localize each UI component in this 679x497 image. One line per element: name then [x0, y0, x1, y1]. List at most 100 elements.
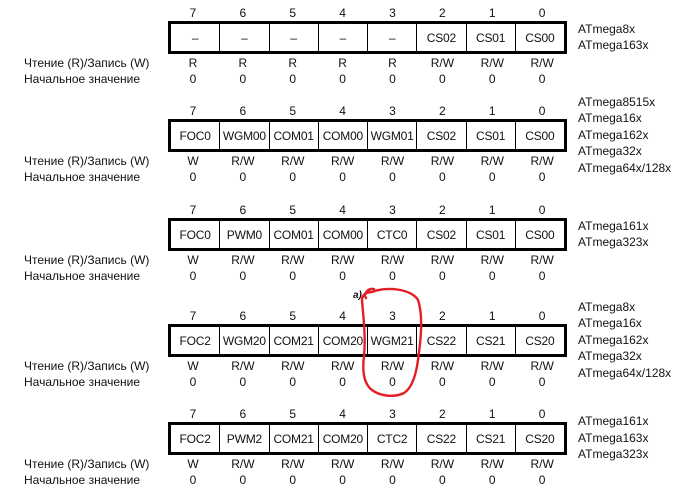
bit-number: 1 [488, 309, 496, 323]
bit-cell: WGM21 [368, 327, 418, 354]
bit-number: 3 [389, 309, 396, 323]
access-value: R [338, 56, 347, 70]
access-value: R [388, 56, 397, 70]
initial-value: 0 [439, 170, 446, 184]
initial-value: 0 [189, 473, 197, 487]
access-value: R/W [530, 253, 554, 267]
access-label: Чтение (R)/Запись (W) [24, 56, 150, 70]
device-name: ATmega163x [578, 38, 649, 52]
access-value: R/W [281, 253, 305, 267]
access-value: R/W [430, 359, 455, 373]
initial-value: 0 [439, 72, 446, 86]
access-value: R/W [281, 154, 305, 168]
initial-value: 0 [339, 170, 346, 184]
bit-cell: COM21 [270, 327, 319, 354]
bit-number: 0 [538, 407, 546, 421]
access-value: R [188, 56, 198, 70]
initial-value: 0 [389, 473, 396, 487]
initial-value: 0 [538, 375, 546, 389]
bit-number: 4 [339, 407, 346, 421]
device-name: ATmega163x [578, 430, 649, 445]
initial-value: 0 [439, 269, 446, 283]
initial-value: 0 [488, 72, 496, 86]
bit-number: 5 [289, 104, 297, 118]
access-value: R/W [231, 253, 255, 267]
initial-value: 0 [538, 473, 546, 487]
bit-cell: CS01 [467, 122, 516, 149]
bit-cell: CTC0 [368, 221, 418, 248]
bit-number: 0 [538, 309, 546, 323]
access-value: R/W [281, 457, 305, 471]
device-name: ATmega162x [578, 127, 649, 142]
device-name: ATmega162x [578, 332, 649, 347]
bit-cell: – [270, 24, 319, 51]
bit-number: 2 [439, 6, 446, 20]
bit-number: 6 [239, 6, 247, 20]
device-name: ATmega161x [578, 218, 649, 233]
initial-value: 0 [339, 473, 346, 487]
bit-cell: WGM00 [220, 122, 270, 149]
bit-cell: – [171, 24, 221, 51]
access-label: Чтение (R)/Запись (W) [24, 253, 150, 267]
bit-cell: CS21 [467, 425, 516, 452]
access-label: Чтение (R)/Запись (W) [24, 154, 150, 168]
initial-value: 0 [239, 170, 247, 184]
initial-value: 0 [538, 269, 546, 283]
initial-value: 0 [189, 170, 197, 184]
access-value: R/W [380, 359, 405, 373]
initial-value-label: Начальное значение [24, 375, 141, 389]
device-name: ATmega8x [578, 299, 636, 314]
access-value: R/W [430, 154, 455, 168]
initial-value: 0 [439, 375, 446, 389]
device-name: ATmega8515x [578, 94, 656, 109]
access-value: R/W [430, 56, 455, 70]
access-value: W [187, 457, 199, 471]
bit-cell: PWM0 [220, 221, 270, 248]
bit-cell: COM21 [270, 425, 319, 452]
initial-value: 0 [389, 375, 396, 389]
access-value: W [187, 253, 199, 267]
bit-number: 2 [439, 203, 446, 217]
access-value: R/W [231, 154, 255, 168]
initial-value: 0 [189, 72, 197, 86]
bit-cell: FOC2 [171, 425, 221, 452]
initial-value: 0 [289, 375, 297, 389]
initial-value: 0 [389, 170, 396, 184]
bit-number: 4 [339, 6, 346, 20]
bit-number: 6 [239, 104, 247, 118]
access-value: R/W [530, 359, 554, 373]
initial-value: 0 [189, 269, 197, 283]
device-name: ATmega64x/128x [578, 160, 672, 175]
access-value: R/W [480, 154, 504, 168]
bit-cell: CS20 [525, 333, 555, 348]
initial-value: 0 [488, 269, 496, 283]
bit-number: 5 [289, 407, 297, 421]
device-name: ATmega16x [578, 316, 642, 331]
bit-cell: CTC2 [368, 425, 418, 452]
access-value: R/W [231, 457, 255, 471]
bit-cell: CS00 [525, 128, 555, 143]
bit-cell: – [220, 24, 270, 51]
bit-number: 4 [339, 104, 346, 118]
access-value: R/W [330, 457, 355, 471]
bit-cell: CS00 [525, 227, 555, 242]
bit-number: 0 [538, 203, 546, 217]
bit-number: 2 [439, 407, 446, 421]
bit-cell: CS02 [417, 221, 467, 248]
bit-number: 7 [189, 6, 197, 20]
access-value: R/W [330, 154, 355, 168]
bit-cell: COM01 [270, 221, 319, 248]
access-value: R/W [330, 359, 355, 373]
bit-cell: CS01 [467, 24, 516, 51]
